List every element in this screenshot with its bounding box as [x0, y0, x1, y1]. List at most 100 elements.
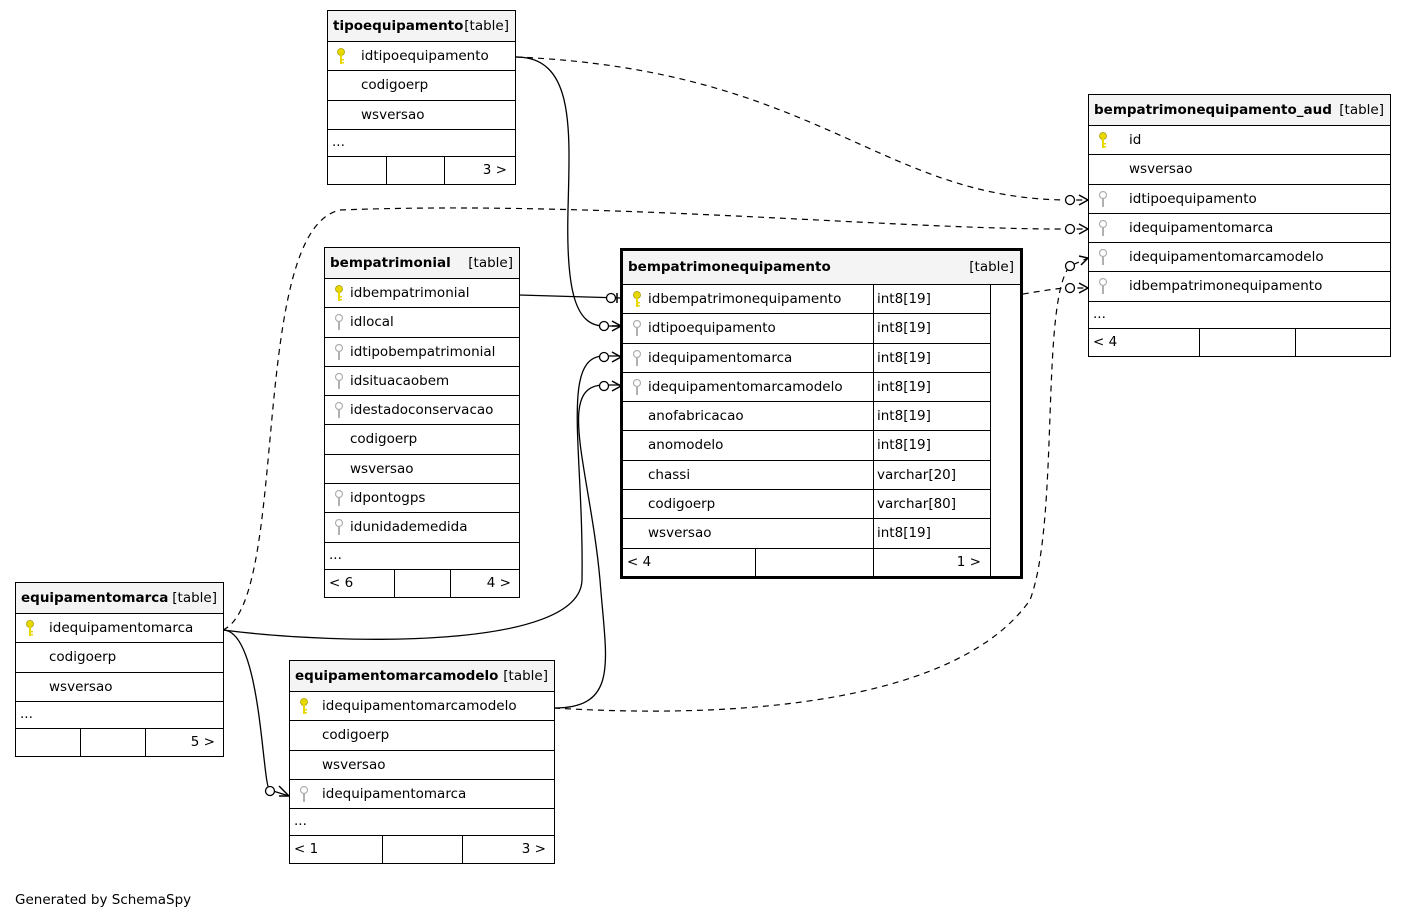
column-row[interactable]: anofabricacao int8[19]: [623, 402, 990, 432]
column-name: wsversao: [49, 678, 113, 695]
table-footer: < 4: [1089, 328, 1390, 356]
footer-children: 4 >: [450, 569, 519, 597]
column-row[interactable]: wsversao: [1089, 155, 1390, 185]
column-row[interactable]: idbempatrimonial: [325, 279, 519, 309]
column-row[interactable]: idequipamentomarcamodelo int8[19]: [623, 372, 990, 403]
primary-key-icon: [337, 48, 345, 64]
table-equipamentomarcamodelo[interactable]: equipamentomarcamodelo [table] idequipam…: [289, 660, 555, 865]
column-type: varchar[80]: [873, 490, 956, 519]
column-type: int8[19]: [873, 343, 931, 372]
primary-key-icon: [300, 698, 308, 714]
table-header: bempatrimonequipamento [table]: [623, 251, 1020, 285]
table-bempatrimonial[interactable]: bempatrimonial [table] idbempatrimonial …: [324, 247, 520, 598]
column-row[interactable]: wsversao: [325, 455, 519, 485]
column-name: idbempatrimonial: [350, 285, 470, 301]
column-type: varchar[20]: [873, 460, 956, 490]
footer-middle: [386, 156, 444, 184]
table-bempatrimonequipamento[interactable]: bempatrimonequipamento [table] idbempatr…: [620, 248, 1023, 579]
column-name: codigoerp: [350, 431, 418, 448]
column-row[interactable]: idequipamentomarca: [290, 780, 554, 810]
column-row[interactable]: anomodelo int8[19]: [623, 431, 990, 461]
column-row[interactable]: codigoerp: [328, 71, 515, 101]
column-name: codigoerp: [49, 649, 117, 666]
column-row[interactable]: wsversao: [328, 101, 515, 130]
footer-middle: [394, 569, 450, 597]
marker-circle: [1064, 223, 1076, 235]
table-bempatrimonequipamento-aud[interactable]: bempatrimonequipamento_aud [table] id ws…: [1088, 94, 1391, 357]
column-name: idequipamentomarca: [49, 620, 194, 636]
column-name: id: [1129, 132, 1142, 148]
column-row[interactable]: idunidademedida: [325, 513, 519, 543]
column-name: idequipamentomarcamodelo: [648, 378, 843, 395]
column-row[interactable]: codigoerp varchar[80]: [623, 490, 990, 520]
foreign-key-icon: [334, 490, 344, 507]
foreign-key-icon: [1098, 190, 1108, 207]
foreign-key-icon: [334, 343, 344, 360]
column-row[interactable]: idestadoconservacao: [325, 396, 519, 426]
column-type: int8[19]: [873, 314, 931, 343]
link-aud-tipoequipamento: [515, 56, 1088, 201]
column-row[interactable]: wsversao: [290, 751, 554, 780]
column-name: idtipoequipamento: [361, 48, 489, 64]
column-row[interactable]: id: [1089, 126, 1390, 156]
marker-circle: [1064, 282, 1076, 294]
table-name: bempatrimonial: [330, 255, 451, 271]
more-columns: ...: [1089, 302, 1390, 329]
foreign-key-icon: [1098, 278, 1108, 295]
primary-key-icon: [633, 291, 641, 307]
foreign-key-icon: [334, 314, 344, 331]
column-row[interactable]: chassi varchar[20]: [623, 460, 990, 491]
column-row[interactable]: idequipamentomarca: [1089, 214, 1390, 244]
column-row[interactable]: idequipamentomarca int8[19]: [623, 343, 990, 373]
column-row[interactable]: idsituacaobem: [325, 367, 519, 397]
column-row[interactable]: idequipamentomarca: [16, 614, 223, 644]
column-name: idunidademedida: [350, 519, 468, 536]
column-row[interactable]: idlocal: [325, 308, 519, 338]
link-aud-equipamentomarcamodelo: [553, 257, 1089, 712]
column-row[interactable]: idpontogps: [325, 484, 519, 514]
column-type: int8[19]: [873, 519, 931, 548]
column-row[interactable]: idtipoequipamento int8[19]: [623, 314, 990, 344]
table-equipamentomarca[interactable]: equipamentomarca [table] idequipamentoma…: [15, 582, 224, 757]
column-row[interactable]: idtipoequipamento: [328, 42, 515, 72]
primary-key-icon: [1099, 132, 1107, 148]
footer-children: 3 >: [462, 836, 554, 864]
column-name: codigoerp: [322, 727, 390, 744]
marker-circle: [1064, 194, 1076, 206]
column-row[interactable]: codigoerp: [16, 643, 223, 673]
column-row[interactable]: idbempatrimonequipamento int8[19]: [623, 285, 990, 315]
table-name: bempatrimonequipamento_aud: [1094, 102, 1332, 118]
column-row[interactable]: codigoerp: [325, 425, 519, 455]
column-row[interactable]: wsversao int8[19]: [623, 519, 990, 549]
column-row[interactable]: idequipamentomarcamodelo: [290, 692, 554, 722]
column-name: idpontogps: [350, 490, 426, 507]
link-bempatrimonial: [518, 294, 622, 299]
table-footer: < 1 3 >: [290, 836, 554, 864]
column-row[interactable]: idequipamentomarcamodelo: [1089, 243, 1390, 273]
column-row[interactable]: idtipobempatrimonial: [325, 338, 519, 367]
column-row[interactable]: idtipoequipamento: [1089, 185, 1390, 214]
link-equipamentomarcamodelo-bpe: [553, 384, 621, 709]
marker-circle: [605, 292, 617, 304]
footer-children: [1295, 328, 1390, 356]
table-footer: 3 >: [328, 156, 515, 184]
column-name: wsversao: [350, 460, 414, 477]
footer-middle: [1199, 328, 1295, 356]
column-name: idtipobempatrimonial: [350, 343, 496, 360]
footer-children: 5 >: [145, 728, 223, 756]
column-type: int8[19]: [873, 372, 931, 402]
column-row[interactable]: codigoerp: [290, 721, 554, 751]
foreign-key-icon: [1098, 219, 1108, 236]
table-tag: [table]: [503, 668, 548, 684]
column-row[interactable]: idbempatrimonequipamento: [1089, 272, 1390, 302]
more-columns: ...: [325, 543, 519, 570]
column-name: idestadoconservacao: [350, 402, 494, 419]
column-row[interactable]: wsversao: [16, 673, 223, 702]
footer-middle: [755, 548, 873, 576]
column-name: wsversao: [361, 106, 425, 123]
table-tipoequipamento[interactable]: tipoequipamento [table] idtipoequipament…: [327, 10, 516, 185]
footer-parents: [328, 157, 386, 184]
column-list: idbempatrimonequipamento int8[19] idtipo…: [623, 285, 991, 576]
primary-key-icon: [335, 285, 343, 301]
